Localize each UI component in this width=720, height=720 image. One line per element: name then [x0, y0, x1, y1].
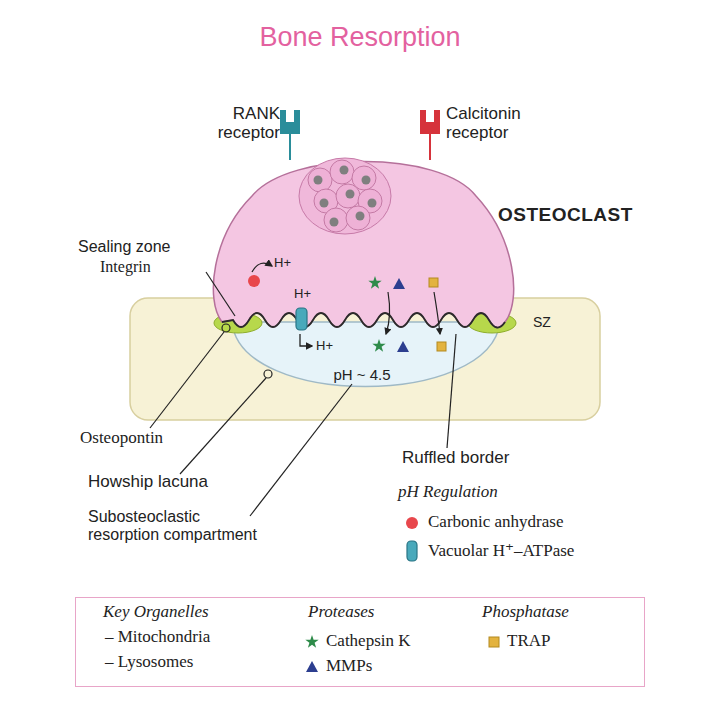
ph-value: pH ~ 4.5	[317, 367, 407, 384]
nucleus	[336, 184, 360, 208]
legend-label: MMPs	[326, 656, 372, 675]
rank-receptor	[280, 110, 300, 134]
calcitonin-receptor	[420, 110, 440, 134]
trap	[437, 342, 446, 351]
legend-swatch	[306, 661, 318, 672]
osteoclast-cell	[213, 162, 513, 328]
legend-swatch	[406, 517, 418, 529]
nucleolus	[330, 218, 339, 227]
leader-line	[206, 272, 235, 316]
receptor-stem	[289, 132, 291, 160]
secretion-arrow	[386, 292, 390, 334]
legend-swatch	[305, 635, 318, 648]
legend-sample	[406, 517, 418, 529]
leader-line	[180, 378, 266, 474]
part-label: pH Regulation	[398, 482, 498, 501]
part-label: OSTEOCLAST	[498, 204, 633, 225]
column-heading: Key Organelles	[103, 602, 209, 621]
part-label: Calcitonin receptor	[446, 104, 556, 142]
legend-sample	[305, 635, 318, 648]
list-item: – Mitochondria	[105, 627, 210, 646]
legend-sample	[306, 661, 318, 672]
reaction-arrow	[252, 263, 272, 272]
part-label: Subosteoclastic resorption compartment	[88, 508, 266, 544]
nucleolus	[320, 199, 329, 208]
legend-label: Cathepsin K	[326, 631, 411, 650]
nucleolus	[314, 176, 323, 185]
nuclei	[308, 160, 382, 232]
legend-swatch	[489, 637, 499, 647]
secretion-arrow	[434, 292, 440, 334]
leader-line	[150, 332, 224, 428]
mmp	[393, 278, 405, 289]
legend-sample	[407, 541, 417, 561]
leader-line	[250, 384, 352, 516]
leader-loop	[222, 324, 230, 332]
legend-label: Vacuolar H⁺–ATPase	[428, 541, 574, 560]
leader-line	[447, 334, 456, 448]
part-label: SZ	[533, 315, 551, 331]
trap	[429, 278, 438, 287]
column-heading: Proteases	[308, 602, 374, 621]
legend-swatch	[407, 541, 417, 561]
proton-arrow	[300, 334, 312, 346]
part-label: Integrin	[100, 258, 151, 276]
ruffled-border	[222, 313, 505, 328]
ion-label: H+	[316, 339, 333, 354]
part-label: Howship lacuna	[88, 472, 208, 491]
part-label: Ruffled border	[402, 448, 509, 467]
nucleus	[346, 206, 370, 230]
ion-label: H+	[274, 256, 291, 271]
part-label: Sealing zone	[78, 238, 171, 256]
ion-label: H+	[294, 287, 311, 302]
carbonic-anhydrase	[248, 275, 260, 287]
part-label: Osteopontin	[80, 428, 163, 447]
leader-loop	[264, 370, 272, 378]
nuclei-cluster	[299, 158, 391, 234]
nucleolus	[346, 190, 355, 199]
diagram-title: Bone Resorption	[0, 22, 720, 52]
nucleolus	[356, 212, 365, 221]
legend-sample	[489, 637, 499, 647]
nucleus	[330, 160, 354, 184]
legend-label: Carbonic anhydrase	[428, 512, 563, 531]
nucleolus	[362, 176, 371, 185]
legend-label: TRAP	[507, 631, 550, 650]
list-item: – Lysosomes	[105, 652, 193, 671]
nucleolus	[340, 166, 349, 175]
receptor-stem	[429, 132, 431, 160]
proton-pump	[296, 308, 307, 330]
mmp	[397, 341, 409, 352]
nucleolus	[368, 199, 377, 208]
cathepsin-k	[368, 276, 381, 289]
howship-lacuna	[232, 322, 500, 387]
column-heading: Phosphatase	[482, 602, 569, 621]
part-label: RANK receptor	[200, 104, 280, 142]
nucleus	[324, 208, 348, 232]
nucleus	[308, 168, 332, 192]
cathepsin-k	[372, 339, 385, 352]
